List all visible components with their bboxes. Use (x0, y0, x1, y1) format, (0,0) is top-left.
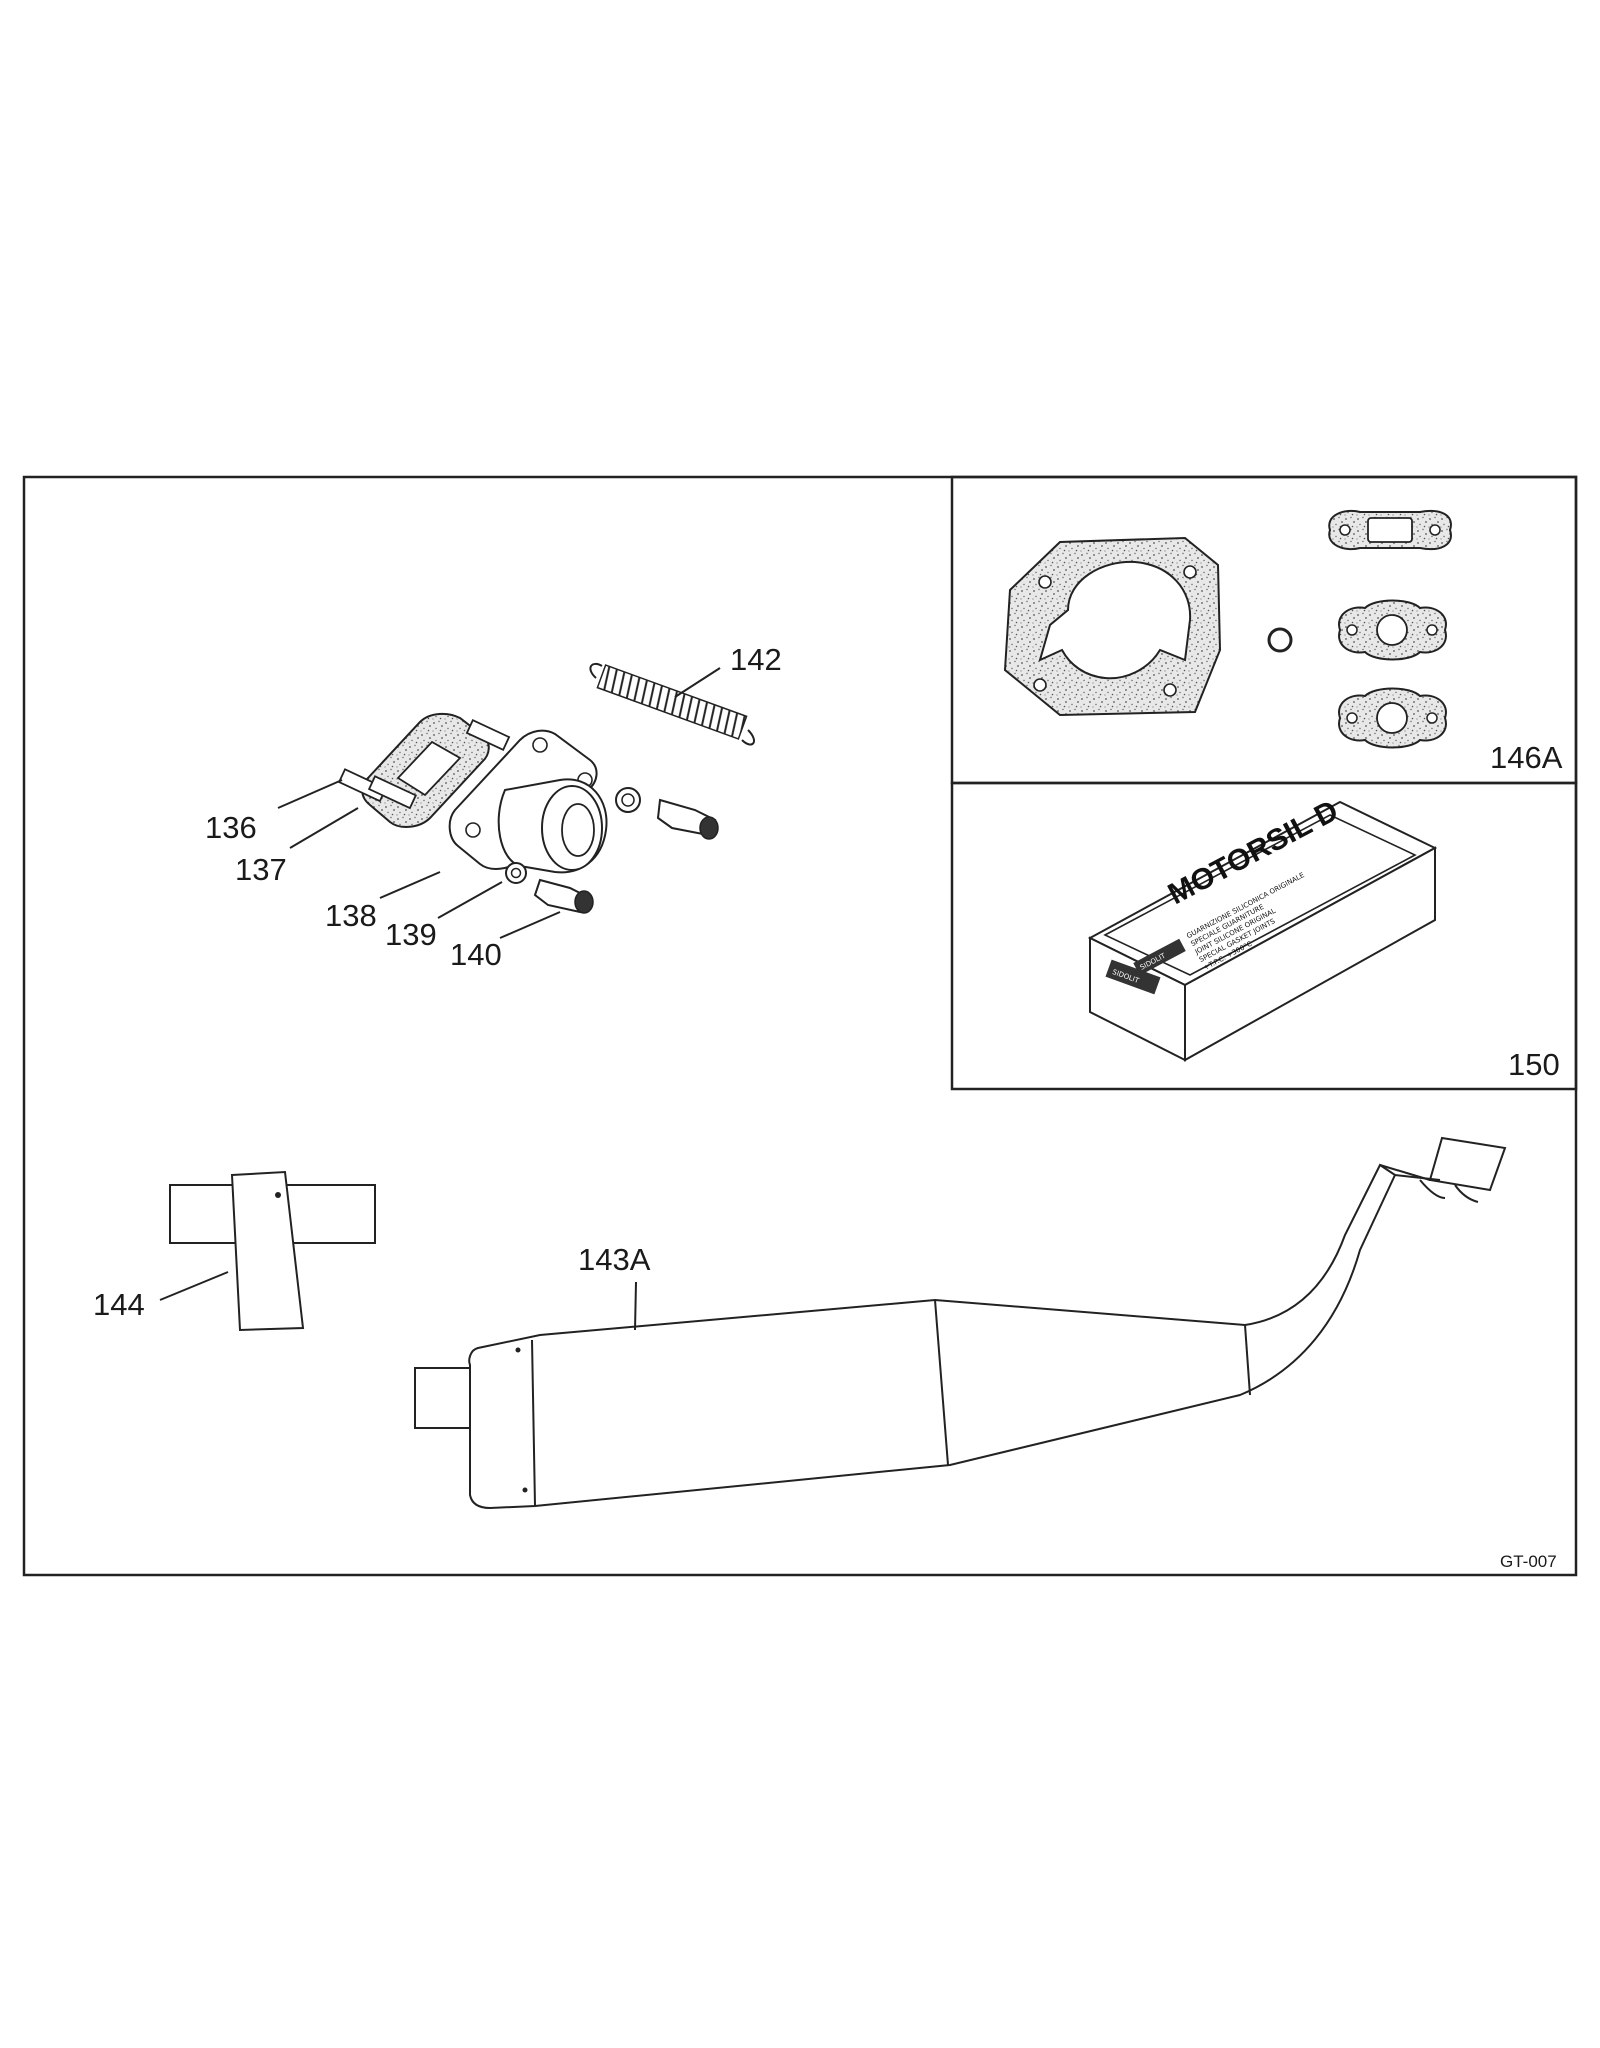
sealant-box-150: MOTORSIL D SIDOLIT GUARNIZIONE SILICONIC… (1087, 794, 1560, 1082)
spring-142: 142 (589, 642, 782, 746)
callout-143a: 143A (578, 1242, 651, 1277)
o-ring (1267, 627, 1293, 653)
gasket-set-146a: 146A (1003, 510, 1563, 775)
callout-139: 139 (385, 917, 437, 952)
callout-140: 140 (450, 937, 502, 972)
sealant-box-frame (950, 781, 1578, 1091)
callout-138: 138 (325, 898, 377, 933)
sealant-side-badge (1105, 959, 1161, 995)
callout-136: 136 (205, 810, 257, 845)
callout-144: 144 (93, 1287, 145, 1322)
exhaust-muffler-143a: 143A (414, 1136, 1507, 1510)
callout-150: 150 (1508, 1047, 1560, 1082)
callout-142: 142 (730, 642, 782, 677)
callout-146a: 146A (1490, 740, 1563, 775)
sheet-code: GT-007 (1500, 1552, 1557, 1571)
manifold-assembly: 136 137 138 139 140 (205, 712, 719, 972)
sealant-brand-badge (1133, 938, 1186, 976)
callout-137: 137 (235, 852, 287, 887)
sleeve-144: 144 (93, 1170, 376, 1332)
